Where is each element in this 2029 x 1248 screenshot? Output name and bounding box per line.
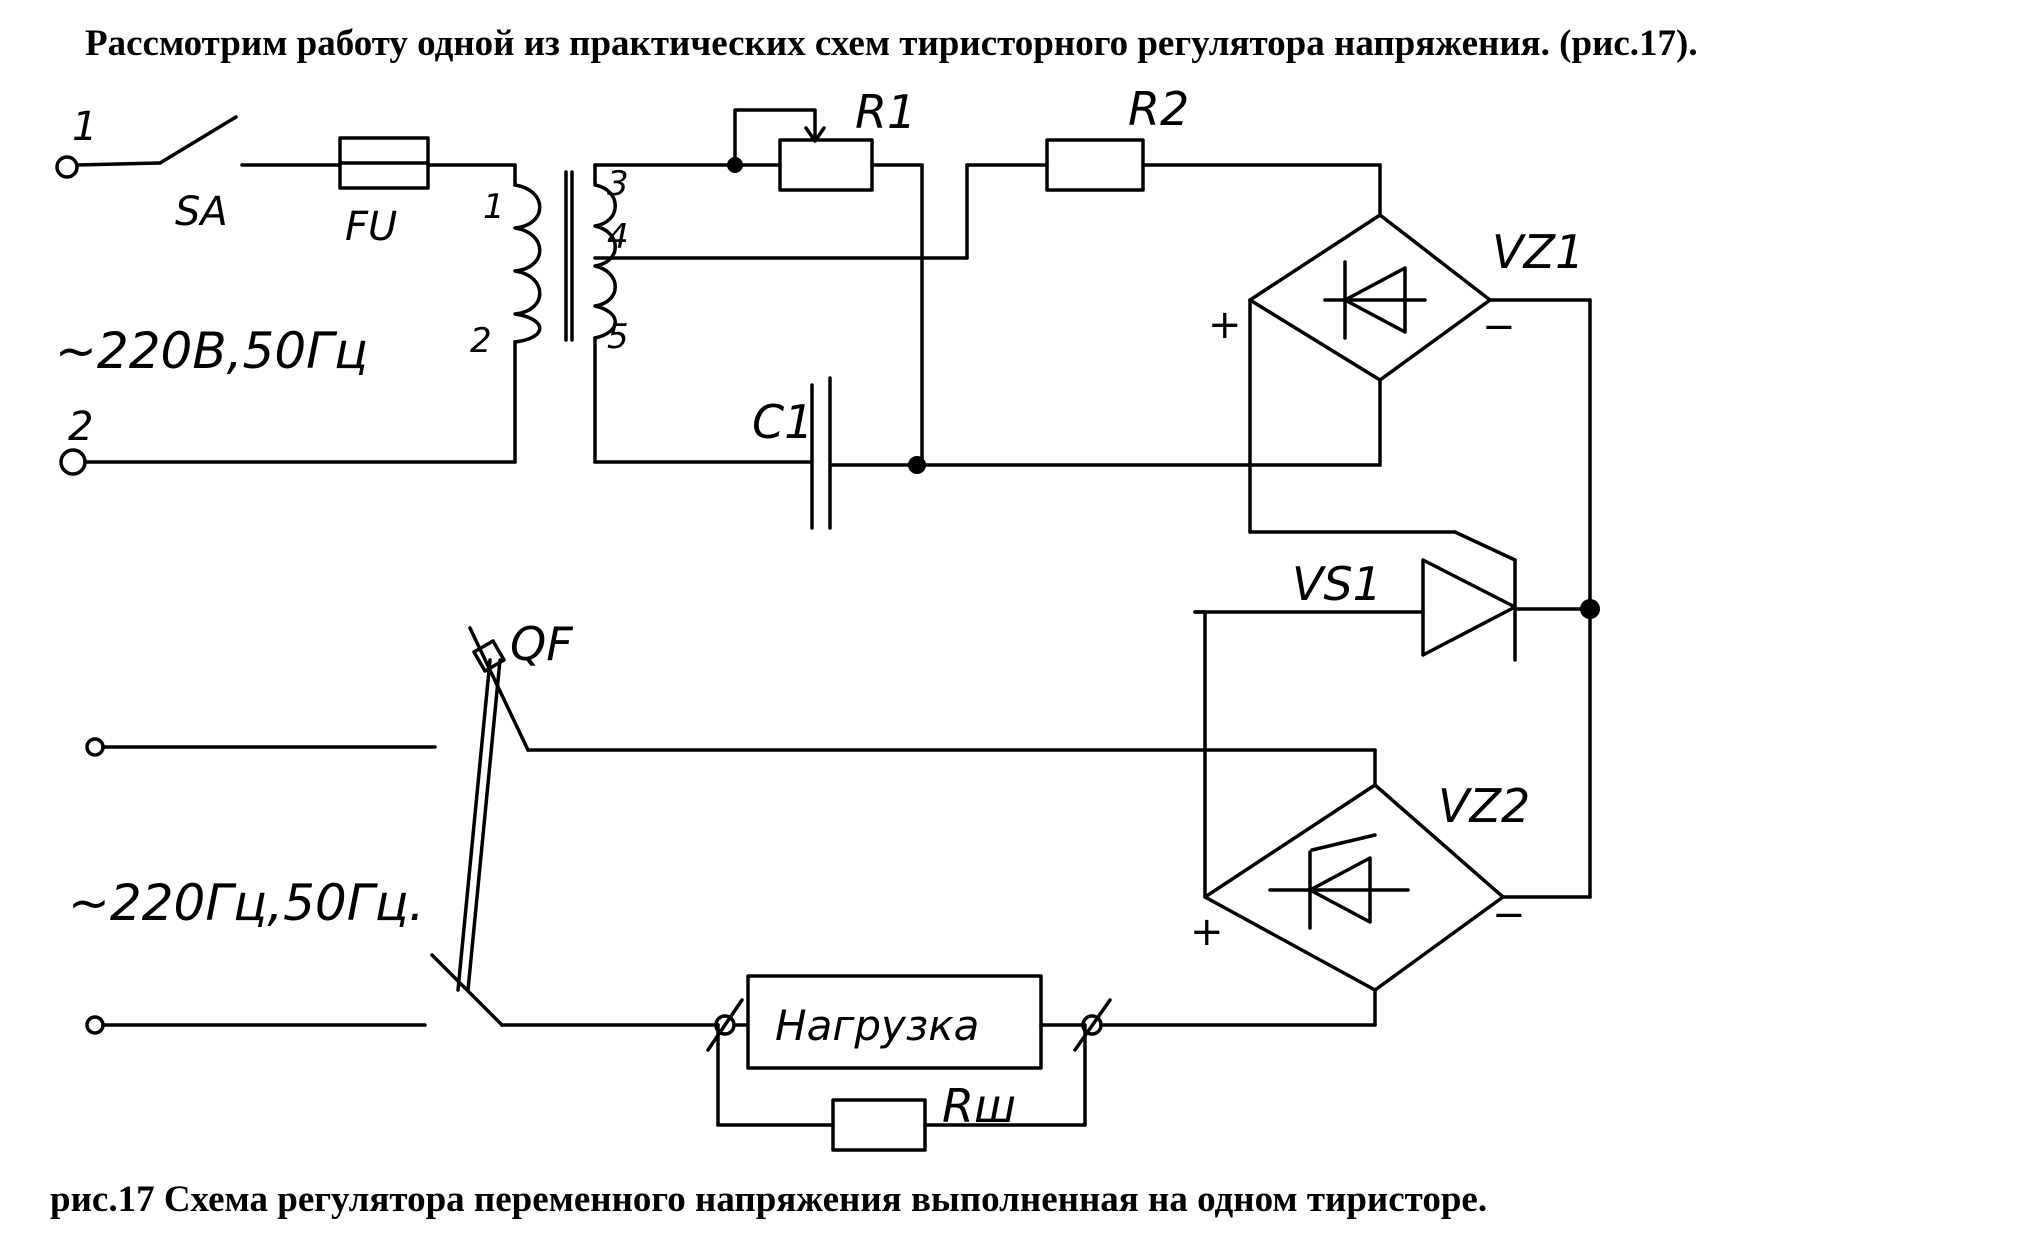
bridge-vz1-minus: − [1482,304,1516,350]
load-label: Нагрузка [775,1001,979,1050]
supply-label-bottom: ~220Гц,50Гц. [68,874,425,932]
supply-label-top: ~220В,50Гц [55,322,368,380]
resistor-r2-label: R2 [1128,82,1189,136]
bridge-vz2-plus: + [1190,909,1224,955]
resistor-rsh [831,1098,927,1152]
winding-2-label: 2 [470,321,492,361]
switch-sa-label: SA [175,189,228,235]
terminal-2-label: 2 [68,404,93,450]
bridge-vz2 [1203,783,1505,992]
capacitor-c1-label: C1 [752,395,813,449]
winding-5-label: 5 [607,317,629,357]
fuse-fu-label: FU [345,204,397,250]
breaker-qf-label: QF [510,617,573,671]
bridge-vz1-plus: + [1208,302,1242,348]
terminal-1-label: 1 [72,104,97,150]
resistor-r2 [1045,138,1145,192]
load-box [746,974,1043,1070]
bridge-vz1-label: VZ1 [1492,225,1584,279]
breaker-qf [430,626,1377,1027]
thyristor-vs1 [1421,558,1517,662]
bridge-vz2-minus: − [1492,892,1526,938]
resistor-r1 [778,138,874,192]
winding-3-label: 3 [607,164,629,204]
terminal-2-circle [59,448,87,476]
thyristor-vs1-label: VS1 [1292,557,1382,611]
terminal-3-circle [85,737,105,757]
terminal-4-circle [85,1015,105,1035]
switch-sa [75,115,342,167]
junction-c1 [908,456,926,474]
terminal-1-circle [55,155,79,179]
winding-4-label: 4 [607,217,629,257]
transformer [513,163,617,464]
bridge-vz2-label: VZ2 [1438,779,1530,833]
bridge-vz1 [1248,213,1492,382]
header-text: Рассмотрим работу одной из практических … [85,23,1698,64]
junction-vs1 [1580,599,1600,619]
resistor-r1-label: R1 [855,85,916,139]
figure-caption: рис.17 Схема регулятора переменного напр… [50,1179,1488,1220]
winding-1-label: 1 [483,187,505,227]
